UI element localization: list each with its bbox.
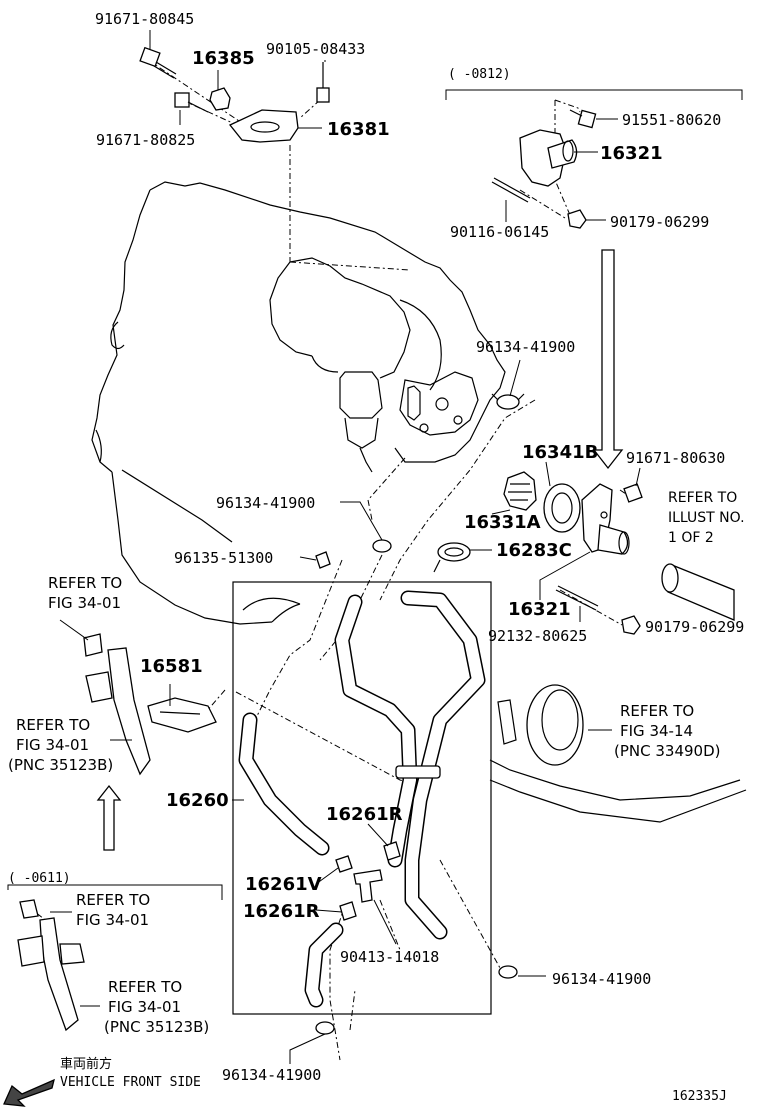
label-91671-80630: 91671-80630 — [626, 449, 725, 467]
diagram-id: 162335J — [672, 1089, 727, 1104]
ref-fig3401-d-line1: REFER TO — [108, 978, 182, 996]
housing-16321-top — [519, 129, 578, 187]
label-range-0611: ( -0611) — [8, 871, 71, 886]
ref-fig3401-a-line1: REFER TO — [48, 574, 122, 592]
label-91671-80825: 91671-80825 — [96, 131, 195, 149]
label-16331A: 16331A — [464, 512, 541, 533]
hose-assembly-16260 — [238, 590, 486, 1008]
vehicle-front-label-en: VEHICLE FRONT SIDE — [60, 1075, 201, 1090]
label-16341B: 16341B — [522, 442, 598, 463]
ref-fig3401-b-line1: REFER TO — [16, 716, 90, 734]
label-90116-06145: 90116-06145 — [450, 223, 549, 241]
label-91671-80845: 91671-80845 — [95, 10, 194, 28]
stud-90116-06145 — [491, 177, 531, 203]
label-92132-80625: 92132-80625 — [488, 627, 587, 645]
fitting-16261R-b — [339, 901, 357, 921]
clip-96134-41900-d — [315, 1021, 335, 1035]
label-16581: 16581 — [140, 656, 203, 677]
label-16381: 16381 — [327, 119, 390, 140]
ref-fig3401-c-line2: FIG 34-01 — [76, 911, 149, 929]
engine-block — [91, 181, 506, 625]
clip-96134-41900-b — [372, 539, 392, 553]
thermostat-16331A — [503, 471, 537, 511]
bracket-fig-34-01-upper — [83, 633, 151, 776]
ref-fig3401-b-line2: FIG 34-01 — [16, 736, 89, 754]
label-96134-41900-c: 96134-41900 — [552, 970, 651, 988]
label-96134-41900-d: 96134-41900 — [222, 1066, 321, 1084]
ref-illust-line2: ILLUST NO. — [668, 510, 745, 526]
hose-group-box — [232, 581, 492, 1015]
nut-16385 — [209, 87, 231, 111]
leader-lines — [50, 30, 641, 1064]
bracket-16581 — [147, 697, 217, 733]
label-90179-06299-top: 90179-06299 — [610, 213, 709, 231]
footer: 車両前方 VEHICLE FRONT SIDE 162335J — [60, 1056, 727, 1104]
ref-fig3401-a-line2: FIG 34-01 — [48, 594, 121, 612]
nut-90179-06299-top — [567, 209, 587, 229]
clip-96135-51300 — [315, 551, 331, 569]
label-91551-80620: 91551-80620 — [622, 111, 721, 129]
fitting-16261V — [335, 855, 353, 873]
part-labels: 91671-80845 16385 90105-08433 91671-8082… — [8, 10, 744, 1084]
label-16261R-a: 16261R — [326, 804, 403, 825]
vehicle-front-arrow — [3, 1078, 55, 1107]
bolt-91671-80845 — [139, 46, 177, 79]
stud-92132-80625 — [555, 585, 599, 611]
clip-96134-41900-c — [498, 965, 518, 979]
label-16261V: 16261V — [245, 874, 322, 895]
label-16260: 16260 — [166, 790, 229, 811]
housing-16321-mid — [581, 483, 630, 555]
direction-arrow-up — [96, 784, 122, 851]
clip-96134-41900-a — [491, 393, 525, 410]
bracket-16381 — [228, 109, 299, 143]
bolt-91671-80825 — [174, 92, 209, 113]
label-90105-08433: 90105-08433 — [266, 40, 365, 58]
ref-fig3401-b-line3: (PNC 35123B) — [8, 756, 113, 774]
label-range-0812: ( -0812) — [448, 67, 511, 82]
ref-illust-line1: REFER TO — [668, 490, 737, 506]
label-16283C: 16283C — [496, 540, 572, 561]
ref-fig3401-c-line1: REFER TO — [76, 891, 150, 909]
label-90413-14018: 90413-14018 — [340, 948, 439, 966]
ref-fig3414-line2: FIG 34-14 — [620, 722, 693, 740]
tee-90413-14018 — [353, 869, 383, 903]
ref-fig3414-line1: REFER TO — [620, 702, 694, 720]
label-16321-top: 16321 — [600, 143, 663, 164]
gasket-16341B — [543, 483, 581, 533]
ref-fig3414-line3: (PNC 33490D) — [614, 742, 720, 760]
label-96134-41900-a: 96134-41900 — [476, 338, 575, 356]
label-16261R-b: 16261R — [243, 901, 320, 922]
label-96135-51300: 96135-51300 — [174, 549, 273, 567]
ref-fig3401-d-line3: (PNC 35123B) — [104, 1018, 209, 1036]
ref-illust-line3: 1 OF 2 — [668, 530, 714, 546]
vehicle-front-label-jp: 車両前方 — [60, 1056, 112, 1072]
range-bracket-bottom — [7, 884, 223, 900]
clamp-16283C — [433, 542, 471, 573]
oil-cooler-ref — [489, 684, 747, 823]
label-96134-41900-b: 96134-41900 — [216, 494, 315, 512]
bracket-fig-34-01-lower — [17, 899, 85, 1032]
nut-90179-06299-mid — [621, 615, 641, 635]
hose-ref-illust — [661, 563, 735, 621]
fitting-16261R-a — [383, 841, 401, 861]
bolt-90105-08433 — [316, 62, 330, 103]
label-90179-06299-mid: 90179-06299 — [645, 618, 744, 636]
bolt-91551-80620 — [569, 109, 597, 129]
bolt-91671-80630 — [623, 483, 643, 503]
range-bracket-top — [445, 89, 743, 100]
label-16321-mid: 16321 — [508, 599, 571, 620]
reference-labels: REFER TO ILLUST NO. 1 OF 2 REFER TO FIG … — [8, 490, 745, 1036]
ref-fig3401-d-line2: FIG 34-01 — [108, 998, 181, 1016]
label-16385: 16385 — [192, 48, 255, 69]
direction-arrow-down — [592, 249, 624, 470]
